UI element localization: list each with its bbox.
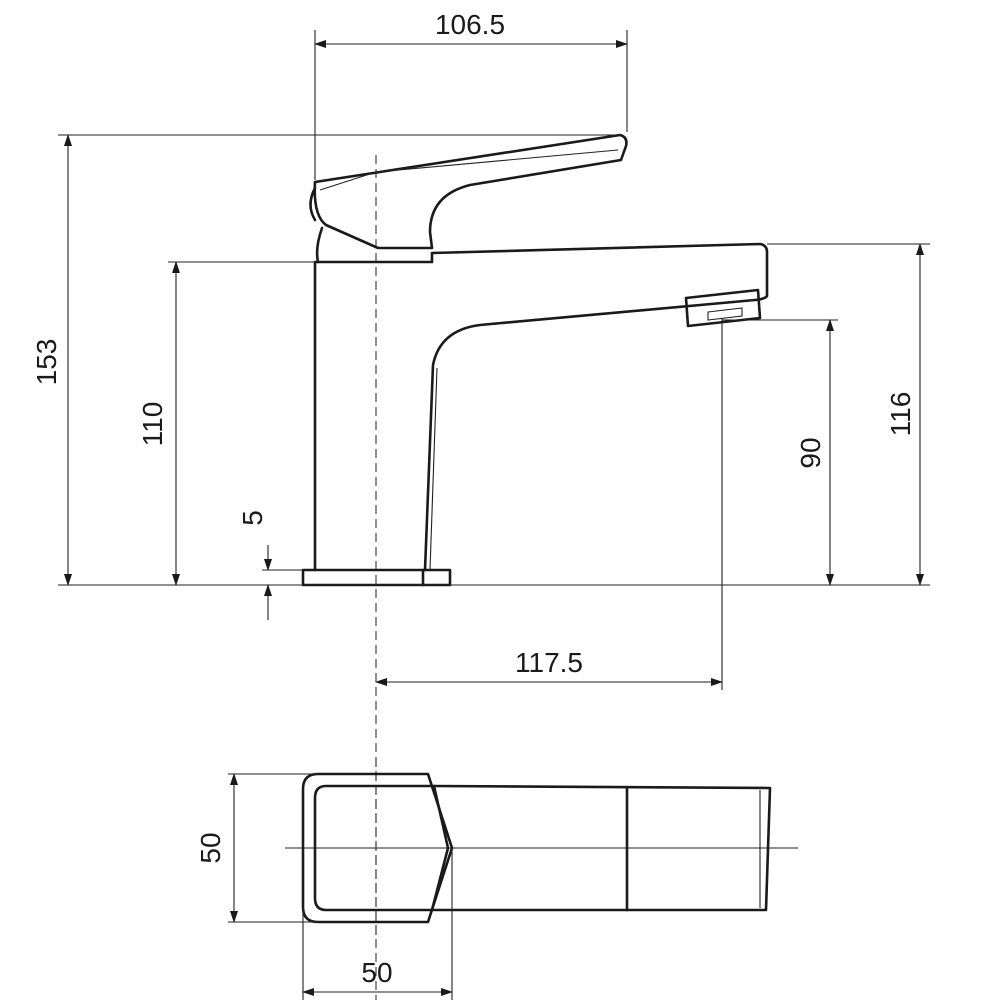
plan-view: 50 50 — [195, 758, 798, 1000]
side-elevation-view: 106.5 153 110 5 90 116 117.5 — [31, 9, 930, 1000]
dim-plan-width: 50 — [361, 957, 392, 988]
aerator — [684, 288, 762, 328]
dim-body-height: 110 — [137, 402, 168, 447]
plan-spout — [430, 784, 772, 912]
dim-base-thickness: 5 — [237, 510, 268, 526]
faucet-body — [313, 242, 769, 572]
dim-top-width: 106.5 — [435, 9, 505, 40]
dim-plan-depth: 50 — [195, 832, 226, 863]
handle-lever-shade — [319, 149, 619, 191]
cartridge-cap — [315, 226, 324, 264]
handle-lever — [313, 133, 628, 250]
dim-spout-height: 90 — [795, 437, 826, 468]
dim-total-height: 153 — [31, 339, 62, 386]
handle-knob — [309, 186, 317, 222]
dim-spout-top-height: 116 — [885, 392, 916, 437]
body-inner-edge — [429, 367, 438, 571]
plan-inner-housing — [313, 784, 450, 912]
aerator-slot — [707, 307, 743, 321]
dim-spout-reach: 117.5 — [515, 647, 583, 678]
